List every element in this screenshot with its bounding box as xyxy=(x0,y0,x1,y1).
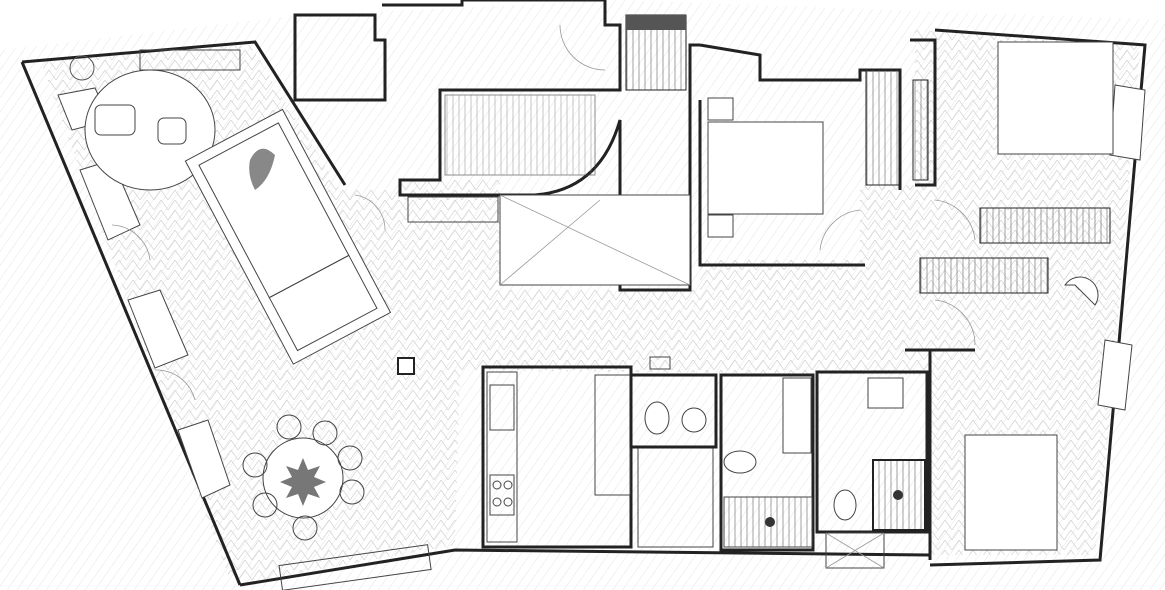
door-swings xyxy=(111,24,976,401)
bottom-wall xyxy=(239,548,931,587)
armchair-icon xyxy=(1064,276,1099,306)
sink-icon xyxy=(489,384,515,431)
bedroom-3 xyxy=(905,276,1099,560)
nightstand-icon xyxy=(707,97,734,121)
sink-icon xyxy=(867,377,904,409)
bedroom-1 xyxy=(698,43,902,267)
plant-icon xyxy=(69,55,95,81)
entry-bench-icon xyxy=(139,49,241,71)
console-icon xyxy=(407,196,499,223)
ottoman-icon xyxy=(157,117,187,145)
sofa-icon xyxy=(184,108,392,365)
bed-icon xyxy=(997,41,1114,155)
exterior-wall-left xyxy=(20,61,242,586)
living-room xyxy=(69,55,392,365)
dining-table-icon xyxy=(242,414,365,541)
toilet-icon xyxy=(723,450,757,474)
stair-core xyxy=(293,0,700,292)
nightstand-icon xyxy=(707,214,734,238)
plant-icon xyxy=(249,148,275,190)
bed-icon xyxy=(964,434,1058,551)
cooktop-icon xyxy=(489,474,515,516)
armchair-icon xyxy=(94,104,136,136)
wardrobe-icon xyxy=(919,257,1049,294)
kitchen-counter-icon xyxy=(486,371,518,543)
sink-icon xyxy=(681,407,707,433)
floor-grate-icon xyxy=(397,357,415,375)
wardrobe-icon xyxy=(979,207,1111,244)
exterior-wall-right xyxy=(929,28,1147,567)
bedroom-2 xyxy=(910,38,1114,294)
toilet-icon xyxy=(833,489,857,521)
exterior-wall xyxy=(21,40,347,186)
stairs-icon xyxy=(444,94,596,176)
toilet-icon xyxy=(644,401,670,435)
bathroom-2 xyxy=(719,373,815,552)
sideboard-icon xyxy=(278,544,432,590)
bed-icon xyxy=(707,121,824,215)
bathroom-3 xyxy=(815,370,929,569)
vanity-icon xyxy=(782,377,812,454)
windows-left xyxy=(57,84,1146,499)
bathroom-1 xyxy=(629,356,718,449)
